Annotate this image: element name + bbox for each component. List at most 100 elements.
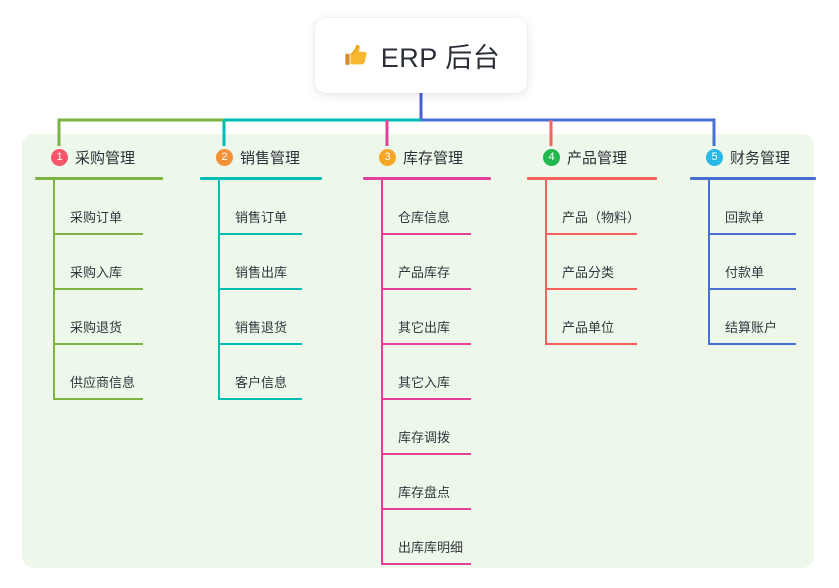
branch-spine — [708, 180, 710, 345]
branch-item[interactable]: 客户信息 — [200, 345, 322, 400]
branch-number-badge: 5 — [706, 148, 723, 166]
branch-header-rule — [200, 177, 322, 180]
branch-item-label: 销售订单 — [235, 210, 288, 225]
branch-item-rule — [381, 508, 471, 510]
branch-item-rule — [218, 343, 302, 345]
branch-item-label: 采购入库 — [70, 265, 123, 280]
branch-item-rule — [381, 398, 471, 400]
branch-title: 财务管理 — [730, 149, 791, 167]
branch-item-label: 产品单位 — [562, 320, 615, 335]
branch-item-rule — [545, 288, 637, 290]
branch-spine — [545, 180, 547, 345]
branch-column-5: 5 财务管理回款单付款单结算账户 — [690, 144, 816, 345]
branch-item-rule — [218, 398, 302, 400]
branch-number-badge: 2 — [216, 148, 233, 166]
branch-item[interactable]: 回款单 — [690, 180, 816, 235]
branch-item[interactable]: 结算账户 — [690, 290, 816, 345]
branch-item-rule — [381, 453, 471, 455]
branch-item-rule — [381, 343, 471, 345]
branch-item-label: 采购订单 — [70, 210, 123, 225]
branch-spine — [381, 180, 383, 565]
branch-item-label: 出库库明细 — [398, 540, 464, 555]
branch-item[interactable]: 销售订单 — [200, 180, 322, 235]
branch-item-label: 销售退货 — [235, 320, 288, 335]
branch-header[interactable]: 4 产品管理 — [527, 144, 657, 170]
branch-title: 采购管理 — [75, 149, 136, 167]
branch-item[interactable]: 其它出库 — [363, 290, 491, 345]
branch-column-4: 4 产品管理产品（物料） 产品分类产品单位 — [527, 144, 657, 345]
branch-title: 销售管理 — [240, 149, 301, 167]
branch-item-list: 采购订单采购入库采购退货供应商信息 — [35, 180, 163, 400]
branch-item-label: 采购退货 — [70, 320, 123, 335]
branch-number-badge: 3 — [379, 148, 396, 166]
branch-item-label: 付款单 — [725, 265, 765, 280]
branch-item-rule — [53, 343, 143, 345]
branch-item-label: 产品库存 — [398, 265, 451, 280]
branch-item-label: 其它出库 — [398, 320, 451, 335]
branch-item-label: 产品（物料） — [562, 210, 641, 225]
branch-item-label: 结算账户 — [725, 320, 778, 335]
branch-item[interactable]: 产品单位 — [527, 290, 657, 345]
branch-item[interactable]: 库存调拨 — [363, 400, 491, 455]
branch-item-rule — [53, 398, 143, 400]
branch-item[interactable]: 库存盘点 — [363, 455, 491, 510]
branch-item-list: 回款单付款单结算账户 — [690, 180, 816, 345]
branches-panel — [22, 134, 814, 568]
branch-title: 库存管理 — [403, 149, 464, 167]
branch-header[interactable]: 5 财务管理 — [690, 144, 816, 170]
branch-item-label: 销售出库 — [235, 265, 288, 280]
branch-header-rule — [35, 177, 163, 180]
branch-title: 产品管理 — [567, 149, 628, 167]
branch-item-list: 销售订单销售出库销售退货客户信息 — [200, 180, 322, 400]
branch-header-rule — [363, 177, 491, 180]
branch-column-1: 1 采购管理采购订单采购入库采购退货供应商信息 — [35, 144, 163, 400]
branch-item[interactable]: 其它入库 — [363, 345, 491, 400]
root-node-content: ERP 后台 — [342, 36, 501, 75]
branch-item[interactable]: 销售出库 — [200, 235, 322, 290]
root-node[interactable]: ERP 后台 — [315, 18, 527, 93]
branch-item[interactable]: 产品库存 — [363, 235, 491, 290]
branch-item-label: 客户信息 — [235, 375, 288, 390]
branch-item-rule — [381, 563, 471, 565]
branch-item-rule — [381, 233, 471, 235]
branch-item[interactable]: 供应商信息 — [35, 345, 163, 400]
branch-header[interactable]: 2 销售管理 — [200, 144, 322, 170]
branch-item-label: 其它入库 — [398, 375, 451, 390]
branch-item[interactable]: 付款单 — [690, 235, 816, 290]
branch-header[interactable]: 1 采购管理 — [35, 144, 163, 170]
branch-item-rule — [218, 233, 302, 235]
branch-item-rule — [53, 288, 143, 290]
branch-item-label: 库存调拨 — [398, 430, 451, 445]
branch-item[interactable]: 产品（物料） — [527, 180, 657, 235]
branch-item-rule — [53, 233, 143, 235]
branch-item-rule — [708, 233, 796, 235]
branch-header[interactable]: 3 库存管理 — [363, 144, 491, 170]
branch-item[interactable]: 采购入库 — [35, 235, 163, 290]
thumbs-up-icon — [342, 42, 369, 69]
branch-item[interactable]: 采购退货 — [35, 290, 163, 345]
branch-item[interactable]: 仓库信息 — [363, 180, 491, 235]
branch-spine — [53, 180, 55, 400]
branch-item-list: 产品（物料） 产品分类产品单位 — [527, 180, 657, 345]
branch-item-label: 产品分类 — [562, 265, 615, 280]
branch-item-rule — [218, 288, 302, 290]
branch-item-list: 仓库信息产品库存其它出库其它入库库存调拨库存盘点出库库明细 — [363, 180, 491, 565]
branch-item-rule — [545, 343, 637, 345]
branch-number-badge: 4 — [543, 148, 560, 166]
branch-item-label: 回款单 — [725, 210, 765, 225]
branch-item-label: 仓库信息 — [398, 210, 451, 225]
branch-number-badge: 1 — [51, 148, 68, 166]
branch-item-rule — [708, 343, 796, 345]
branch-item[interactable]: 出库库明细 — [363, 510, 491, 565]
branch-header-rule — [527, 177, 657, 180]
branch-spine — [218, 180, 220, 400]
branch-item[interactable]: 销售退货 — [200, 290, 322, 345]
branch-item[interactable]: 采购订单 — [35, 180, 163, 235]
branch-item[interactable]: 产品分类 — [527, 235, 657, 290]
branch-header-rule — [690, 177, 816, 180]
branch-column-3: 3 库存管理仓库信息产品库存其它出库其它入库库存调拨库存盘点出库库明细 — [363, 144, 491, 565]
branch-item-rule — [545, 233, 637, 235]
branch-item-rule — [708, 288, 796, 290]
branch-item-rule — [381, 288, 471, 290]
